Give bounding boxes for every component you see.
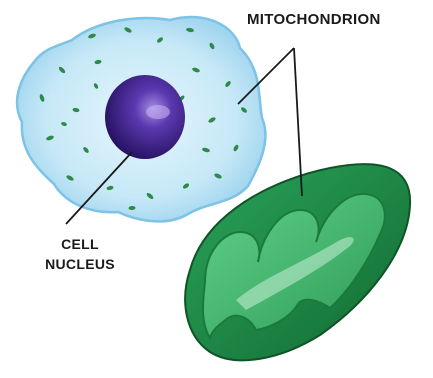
nucleus-highlight <box>146 105 170 119</box>
leader-line-mito-to-enlarged <box>294 48 302 196</box>
label-mitochondrion: MITOCHONDRION <box>247 10 381 30</box>
label-cell-nucleus: CELL NUCLEUS <box>36 234 124 274</box>
label-cell-nucleus-line2: NUCLEUS <box>36 254 124 274</box>
label-cell-nucleus-line1: CELL <box>36 234 124 254</box>
cell-nucleus <box>105 75 185 159</box>
